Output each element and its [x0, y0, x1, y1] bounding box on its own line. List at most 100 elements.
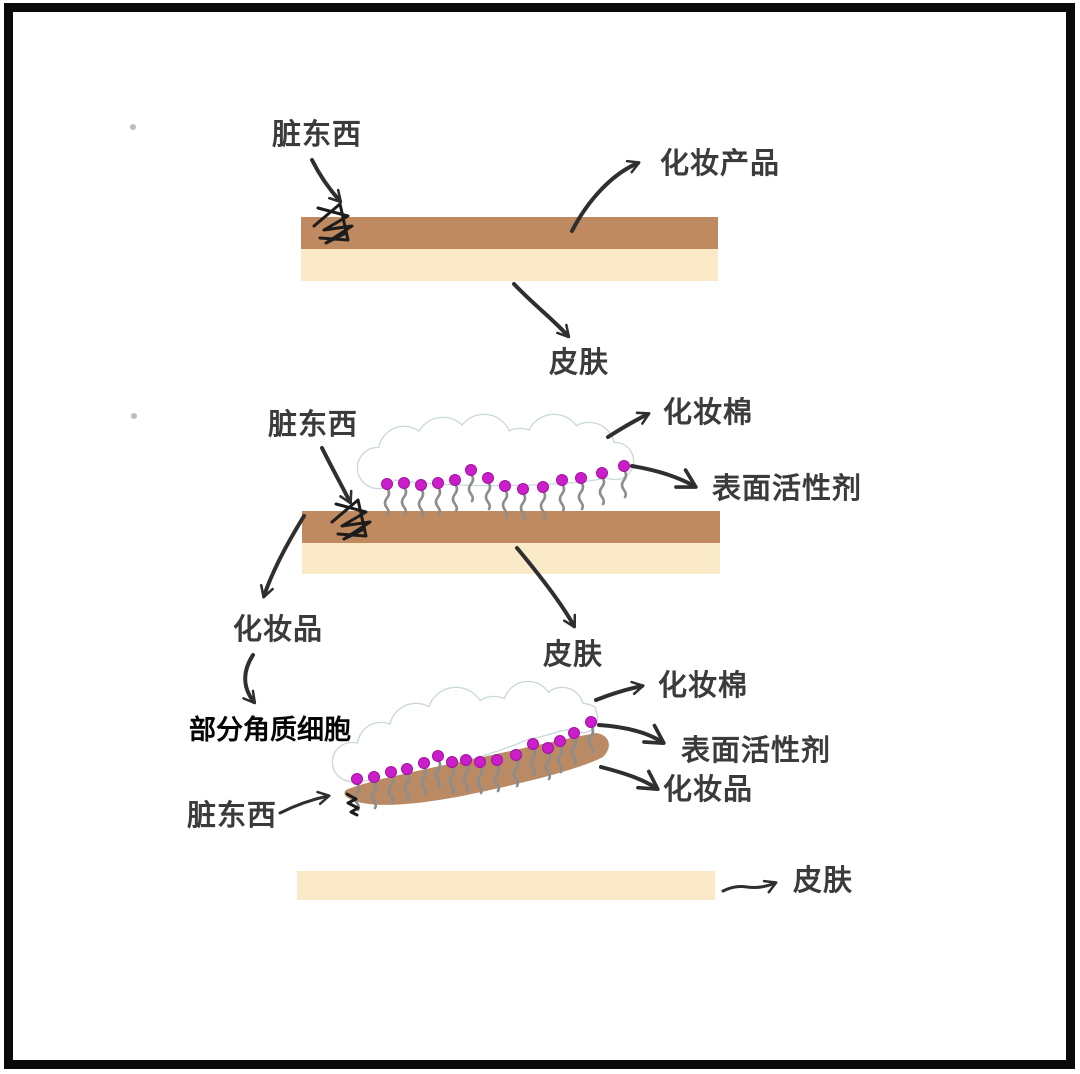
- step3-dirt-arrow: [278, 790, 331, 815]
- surfactant-molecule: [596, 467, 608, 506]
- surfactant-head-icon: [460, 754, 472, 766]
- step1-dirt-arrow: [310, 158, 343, 204]
- surfactant-molecule: [432, 750, 444, 789]
- surfactant-head-icon: [474, 756, 486, 768]
- surfactant-molecule: [499, 480, 511, 519]
- surfactant-molecule: [449, 474, 461, 513]
- surfactant-head-icon: [482, 472, 494, 484]
- step1-skin-arrow: [512, 282, 571, 339]
- step2-surfactant-row: [381, 460, 630, 522]
- step3-skin-arrow: [721, 879, 778, 894]
- surfactant-tail-icon: [417, 487, 425, 518]
- surfactant-head-icon: [542, 742, 554, 754]
- step3-corneocyte-arrow: [242, 653, 257, 705]
- surfactant-head-icon: [510, 749, 522, 761]
- surfactant-tail-icon: [462, 762, 470, 793]
- surfactant-tail-icon: [577, 480, 585, 511]
- surfactant-molecule: [537, 481, 549, 520]
- step2-dirt-arrow: [320, 446, 353, 505]
- step1-product-label: 化妆产品: [660, 148, 781, 180]
- surfactant-molecule: [368, 771, 380, 810]
- surfactant-molecule: [482, 472, 494, 511]
- surfactant-head-icon: [385, 766, 397, 778]
- surfactant-tail-icon: [570, 735, 578, 766]
- surfactant-head-icon: [585, 716, 597, 728]
- surfactant-tail-icon: [448, 764, 456, 795]
- step3-group: [242, 653, 778, 900]
- surfactant-head-icon: [527, 738, 539, 750]
- surfactant-tail-icon: [512, 757, 520, 788]
- speck-dot: [131, 413, 137, 419]
- surfactant-head-icon: [491, 754, 503, 766]
- surfactant-molecule: [474, 756, 486, 795]
- surfactant-tail-icon: [556, 743, 564, 774]
- surfactant-head-icon: [415, 479, 427, 491]
- speck-dot: [130, 124, 136, 130]
- surfactant-molecule: [432, 477, 444, 516]
- step2-cotton-pad: [356, 413, 635, 490]
- surfactant-tail-icon: [484, 480, 492, 511]
- step3-surfactant-label: 表面活性剂: [681, 735, 832, 767]
- step1-group: [301, 158, 718, 339]
- surfactant-tail-icon: [493, 762, 501, 793]
- surfactant-tail-icon: [544, 750, 552, 781]
- surfactant-tail-icon: [598, 475, 606, 506]
- surfactant-molecule: [575, 472, 587, 511]
- step2-dirt-label: 脏东西: [268, 409, 359, 441]
- step2-makeup-layer: [302, 511, 720, 543]
- surfactant-molecule: [460, 754, 472, 793]
- surfactant-molecule: [446, 756, 458, 795]
- surfactant-head-icon: [351, 773, 363, 785]
- surfactant-molecule: [556, 474, 568, 513]
- surfactant-tail-icon: [529, 746, 537, 777]
- step3-skin-layer: [297, 871, 715, 900]
- surfactant-molecule: [491, 754, 503, 793]
- step1-product-arrow: [570, 159, 641, 233]
- surfactant-head-icon: [381, 478, 393, 490]
- surfactant-tail-icon: [370, 779, 378, 810]
- step2-skin-label: 皮肤: [543, 639, 604, 671]
- surfactant-molecule: [585, 716, 597, 755]
- surfactant-molecule: [398, 477, 410, 516]
- surfactant-molecule: [465, 464, 477, 503]
- surfactant-head-icon: [401, 763, 413, 775]
- step2-cosmetics-arrow: [259, 514, 306, 599]
- surfactant-tail-icon: [434, 758, 442, 789]
- surfactant-head-icon: [537, 481, 549, 493]
- surfactant-tail-icon: [434, 485, 442, 516]
- surfactant-head-icon: [432, 477, 444, 489]
- surfactant-head-icon: [556, 474, 568, 486]
- surfactant-tail-icon: [620, 468, 628, 499]
- surfactant-molecule: [385, 766, 397, 805]
- step2-cosmetics-label: 化妆品: [233, 614, 324, 646]
- surfactant-molecule: [401, 763, 413, 802]
- surfactant-molecule: [381, 478, 393, 517]
- surfactant-head-icon: [618, 460, 630, 472]
- surfactant-tail-icon: [501, 488, 509, 519]
- surfactant-molecule: [510, 749, 522, 788]
- step3-cotton-arrow: [594, 680, 645, 702]
- surfactant-tail-icon: [558, 482, 566, 513]
- surfactant-molecule: [527, 738, 539, 777]
- surfactant-head-icon: [368, 771, 380, 783]
- surfactant-head-icon: [575, 472, 587, 484]
- surfactant-molecule: [618, 460, 630, 499]
- surfactant-tail-icon: [451, 482, 459, 513]
- step3-skin-label: 皮肤: [793, 865, 854, 897]
- surfactant-molecule: [517, 483, 529, 522]
- surfactant-tail-icon: [383, 486, 391, 517]
- surfactant-head-icon: [398, 477, 410, 489]
- surfactant-head-icon: [596, 467, 608, 479]
- surfactant-molecule: [554, 735, 566, 774]
- surfactant-tail-icon: [476, 764, 484, 795]
- step2-skin-layer: [302, 543, 720, 574]
- surfactant-tail-icon: [519, 491, 527, 522]
- surfactant-head-icon: [554, 735, 566, 747]
- surfactant-head-icon: [568, 727, 580, 739]
- step1-makeup-layer: [301, 217, 718, 249]
- step3-cosmetics-label: 化妆品: [663, 774, 754, 806]
- surfactant-tail-icon: [467, 472, 475, 503]
- surfactant-head-icon: [432, 750, 444, 762]
- step2-skin-arrow: [515, 546, 577, 629]
- step2-group: [259, 411, 720, 629]
